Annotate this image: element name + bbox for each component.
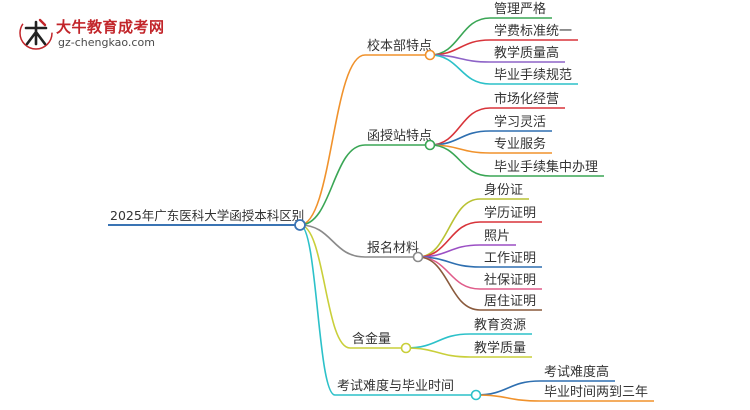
leaf-label: 居住证明 <box>484 294 536 309</box>
leaf-label: 社保证明 <box>484 272 536 288</box>
leaf-label: 学费标准统一 <box>494 23 572 39</box>
root-node <box>294 219 306 231</box>
logo-mark-icon <box>19 16 53 50</box>
branch-node <box>424 49 436 61</box>
branch-connector <box>299 224 336 396</box>
leaf-label: 考试难度高 <box>544 364 609 380</box>
leaf-label: 工作证明 <box>484 251 536 266</box>
branch-label: 函授站特点 <box>367 129 432 144</box>
leaf-label: 市场化经营 <box>494 91 559 107</box>
branch-connector <box>299 54 366 226</box>
leaf-label: 学习灵活 <box>494 114 546 130</box>
branch-label: 报名材料 <box>367 240 419 256</box>
root-label: 2025年广东医科大学函授本科区别 <box>110 208 304 223</box>
branch-label: 含金量 <box>352 331 391 347</box>
leaf-connector <box>429 54 491 85</box>
branch-connector <box>299 144 366 226</box>
leaf-connector <box>417 198 481 258</box>
leaf-label: 照片 <box>484 229 510 244</box>
leaf-label: 管理严格 <box>494 1 546 17</box>
branch-label: 考试难度与毕业时间 <box>337 378 454 394</box>
leaf-label: 学历证明 <box>484 205 536 221</box>
site-logo[interactable]: 大牛教育成考网 gz-chengkao.com <box>18 14 178 54</box>
leaf-connector <box>429 17 491 56</box>
logo-title: 大牛教育成考网 <box>56 18 165 36</box>
leaf-label: 专业服务 <box>494 136 546 152</box>
leaf-label: 教育资源 <box>474 317 526 333</box>
leaf-label: 毕业手续集中办理 <box>494 159 598 175</box>
branch-node <box>400 342 412 354</box>
leaf-connector <box>475 380 541 396</box>
branch-node <box>412 251 424 263</box>
branch-label: 校本部特点 <box>367 38 432 54</box>
leaf-connector <box>429 107 491 146</box>
leaf-connector <box>429 39 491 56</box>
logo-url: gz-chengkao.com <box>58 36 155 49</box>
leaf-connector <box>405 333 471 349</box>
leaf-label: 毕业时间两到三年 <box>544 385 648 400</box>
leaf-connector <box>405 347 471 358</box>
branch-connector <box>299 224 366 258</box>
branch-node <box>424 139 436 151</box>
leaf-connector <box>417 256 481 311</box>
branch-node <box>470 389 482 401</box>
leaf-label: 毕业手续规范 <box>494 68 572 83</box>
leaf-label: 身份证 <box>484 182 523 198</box>
branch-connector <box>299 224 351 349</box>
leaf-connector <box>475 394 541 402</box>
leaf-connector <box>429 144 491 177</box>
leaf-label: 教学质量 <box>474 340 526 356</box>
leaf-label: 教学质量高 <box>494 45 559 61</box>
